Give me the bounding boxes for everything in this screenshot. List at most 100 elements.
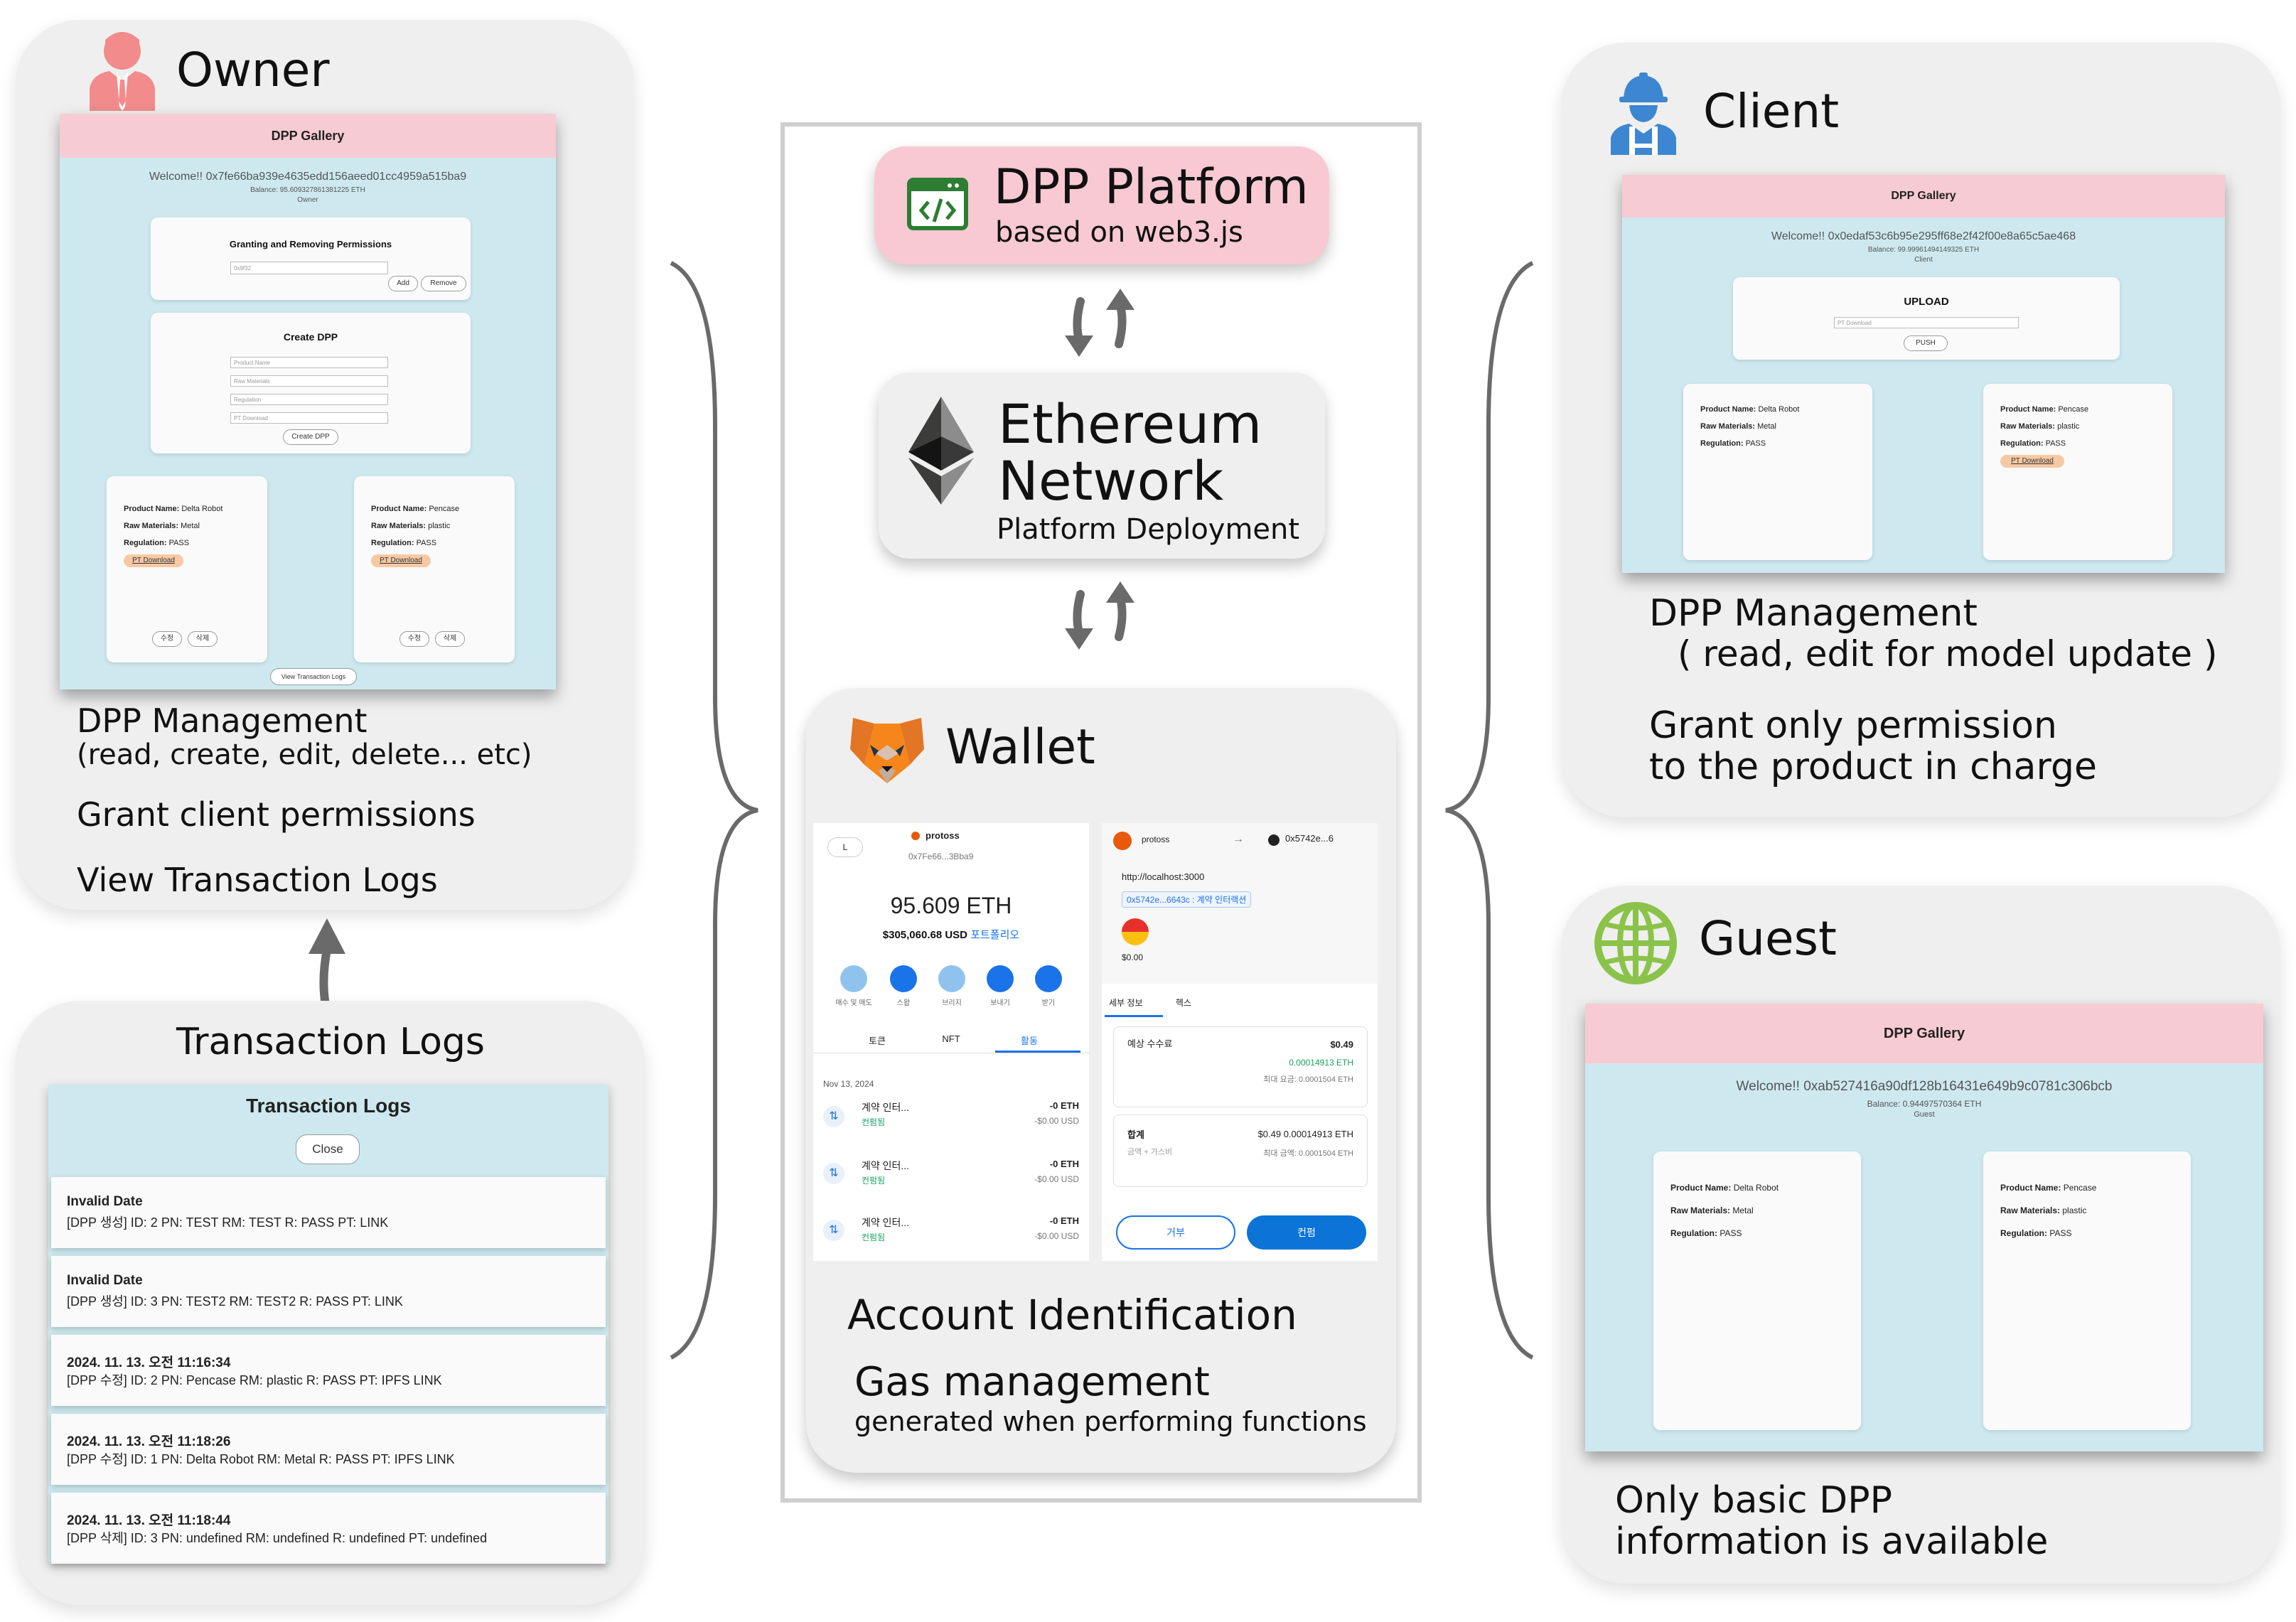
log-text: [DPP 삭제] ID: 3 PN: undefined RM: undefin… bbox=[67, 1531, 488, 1545]
raw-materials-field[interactable]: Raw Materials bbox=[230, 375, 388, 387]
account-address[interactable]: 0x7Fe66...3Bba9 bbox=[908, 852, 974, 861]
client-desc-permission-detail: to the product in charge bbox=[1649, 746, 2097, 788]
confirm-button[interactable]: 컨펌 bbox=[1247, 1215, 1366, 1250]
wallet-desc-identification: Account Identification bbox=[847, 1291, 1297, 1339]
welcome-text: Welcome!! 0xab527416a90df128b16431e649b9… bbox=[1736, 1079, 2113, 1094]
bridge-icon[interactable] bbox=[938, 965, 965, 992]
log-date: 2024. 11. 13. 오전 11:18:44 bbox=[67, 1513, 231, 1528]
product-name-value: Delta Robot bbox=[1758, 405, 1800, 414]
app-header: DPP Gallery bbox=[60, 114, 556, 158]
balance-text: Balance: 99.99961494149325 ETH bbox=[1867, 246, 1980, 254]
balance-text: Balance: 0.94497570364 ETH bbox=[1867, 1099, 1982, 1109]
raw-materials-label: Raw Materials: bbox=[1670, 1205, 1731, 1215]
regulation-label: Regulation: bbox=[1700, 439, 1744, 448]
guest-title: Guest bbox=[1699, 911, 1837, 966]
tx-name[interactable]: 계약 인터... bbox=[862, 1102, 910, 1113]
upload-title: UPLOAD bbox=[1904, 296, 1949, 308]
delete-button[interactable]: 삭제 bbox=[435, 631, 465, 647]
send-icon[interactable] bbox=[987, 965, 1014, 992]
bidirectional-arrow-icon bbox=[1059, 580, 1144, 651]
tab-details[interactable]: 세부 정보 bbox=[1109, 998, 1143, 1008]
ethereum-icon bbox=[908, 397, 974, 505]
raw-materials-label: Raw Materials: bbox=[124, 522, 179, 530]
account-avatar bbox=[911, 832, 920, 840]
swap-icon[interactable] bbox=[890, 965, 917, 992]
tx-usd: -$0.00 USD bbox=[1034, 1174, 1079, 1184]
tx-usd: -$0.00 USD bbox=[1034, 1231, 1079, 1241]
push-button[interactable]: PUSH bbox=[1904, 335, 1948, 351]
upload-card: UPLOAD PT Download PUSH bbox=[1733, 277, 2120, 360]
product-name-value: Delta Robot bbox=[1733, 1183, 1779, 1193]
network-selector[interactable]: L bbox=[827, 837, 863, 857]
client-desc-management-detail: ( read, edit for model update ) bbox=[1678, 633, 2218, 675]
product-name-field[interactable]: Product Name bbox=[230, 357, 388, 368]
dpp-platform-title: DPP Platform bbox=[994, 159, 1309, 215]
portfolio-link[interactable]: 포트폴리오 bbox=[970, 929, 1020, 941]
log-entry: 2024. 11. 13. 오전 11:18:26[DPP 수정] ID: 1 … bbox=[51, 1414, 606, 1485]
create-dpp-button[interactable]: Create DPP bbox=[283, 429, 338, 445]
edit-button[interactable]: 수정 bbox=[152, 631, 182, 647]
edit-button[interactable]: 수정 bbox=[399, 631, 429, 647]
tx-status: 컨펌됨 bbox=[862, 1176, 886, 1186]
product-card: Product Name: Delta Robot Raw Materials:… bbox=[1683, 384, 1872, 560]
ethereum-subtitle: Platform Deployment bbox=[997, 513, 1300, 546]
client-title: Client bbox=[1703, 84, 1840, 139]
tab-hex[interactable]: 헥스 bbox=[1176, 998, 1192, 1008]
regulation-value: PASS bbox=[1745, 439, 1766, 448]
balance-text: Balance: 95.609327861381225 ETH bbox=[250, 186, 365, 194]
globe-icon bbox=[1594, 901, 1678, 985]
log-text: [DPP 생성] ID: 3 PN: TEST2 RM: TEST2 R: PA… bbox=[67, 1294, 403, 1309]
regulation-field[interactable]: Regulation bbox=[230, 394, 388, 405]
receive-icon[interactable] bbox=[1035, 965, 1062, 992]
tx-name[interactable]: 계약 인터... bbox=[862, 1160, 910, 1171]
ethereum-title-line1: Ethereum bbox=[998, 392, 1262, 456]
raw-materials-value: plastic bbox=[428, 522, 451, 530]
remove-button[interactable]: Remove bbox=[421, 276, 466, 291]
raw-materials-label: Raw Materials: bbox=[1700, 422, 1756, 431]
pt-download-field[interactable]: PT Download bbox=[230, 412, 388, 424]
transaction-logs-title: Transaction Logs bbox=[176, 1021, 485, 1063]
owner-desc-management: DPP Management bbox=[77, 702, 368, 740]
log-date: Invalid Date bbox=[67, 1194, 143, 1209]
buy-sell-icon[interactable] bbox=[840, 965, 867, 992]
reject-button[interactable]: 거부 bbox=[1116, 1215, 1235, 1250]
up-arrow-icon bbox=[299, 911, 355, 1009]
pt-download-link[interactable]: PT Download bbox=[371, 554, 431, 567]
wallet-title: Wallet bbox=[945, 719, 1095, 775]
to-address: 0x5742e...6 bbox=[1285, 833, 1334, 844]
regulation-label: Regulation: bbox=[2000, 439, 2044, 448]
balance-usd: $305,060.68 USD bbox=[882, 929, 968, 941]
view-transaction-logs-button[interactable]: View Transaction Logs bbox=[270, 668, 357, 685]
delete-button[interactable]: 삭제 bbox=[188, 631, 218, 647]
account-name[interactable]: protoss bbox=[926, 830, 960, 841]
pt-download-link[interactable]: PT Download bbox=[124, 554, 183, 567]
add-button[interactable]: Add bbox=[388, 276, 418, 291]
client-app-screenshot: DPP Gallery Welcome!! 0x0edaf53c6b95e295… bbox=[1622, 175, 2225, 573]
action-label: 브리지 bbox=[942, 999, 962, 1007]
action-label: 보내기 bbox=[990, 999, 1010, 1007]
raw-materials-value: Metal bbox=[1757, 422, 1776, 431]
product-name-label: Product Name: bbox=[1700, 405, 1756, 414]
active-tab-indicator bbox=[995, 1051, 1080, 1053]
raw-materials-label: Raw Materials: bbox=[371, 522, 427, 530]
contract-interaction-chip[interactable]: 0x5742e...6643c : 계약 인터랙션 bbox=[1122, 891, 1252, 908]
tx-usd: -$0.00 USD bbox=[1034, 1116, 1079, 1126]
total-value: $0.49 0.00014913 ETH bbox=[1257, 1129, 1353, 1139]
regulation-label: Regulation: bbox=[1670, 1228, 1717, 1238]
welcome-text: Welcome!! 0x0edaf53c6b95e295ff68e2f42f00… bbox=[1771, 230, 2076, 242]
product-name-label: Product Name: bbox=[124, 505, 180, 513]
tab-tokens[interactable]: 토큰 bbox=[869, 1036, 886, 1046]
tx-name[interactable]: 계약 인터... bbox=[862, 1217, 910, 1228]
tab-activity[interactable]: 활동 bbox=[1021, 1036, 1038, 1046]
fee-box bbox=[1113, 1026, 1368, 1107]
pt-download-link[interactable]: PT Download bbox=[2000, 455, 2064, 468]
arrow-right-icon: → bbox=[1233, 833, 1244, 845]
create-dpp-title: Create DPP bbox=[283, 331, 338, 343]
upload-input[interactable]: PT Download bbox=[1834, 317, 2019, 328]
product-name-value: Pencase bbox=[429, 505, 460, 513]
dapp-url: http://localhost:3000 bbox=[1122, 871, 1205, 882]
permission-input[interactable]: 0x9f32 bbox=[230, 262, 388, 274]
close-button[interactable]: Close bbox=[296, 1134, 360, 1164]
tab-nft[interactable]: NFT bbox=[942, 1033, 960, 1044]
tx-status: 컨펌됨 bbox=[862, 1232, 886, 1242]
